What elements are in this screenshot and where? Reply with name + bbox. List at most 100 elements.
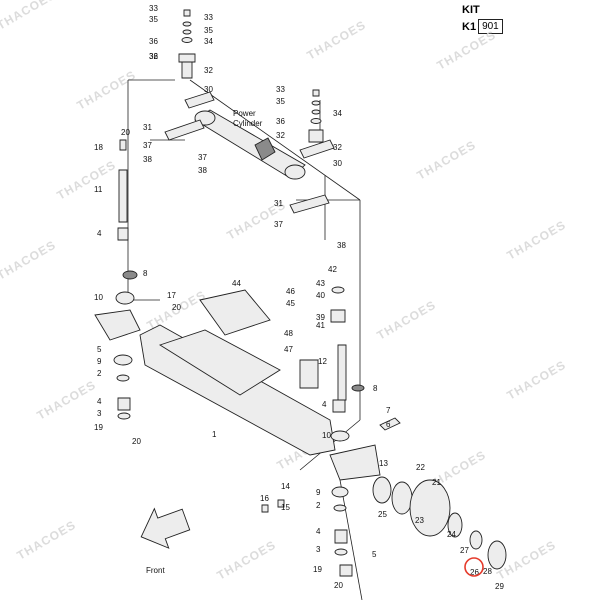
callout-46[interactable]: 46 <box>286 287 295 296</box>
callout-1[interactable]: 1 <box>212 430 217 439</box>
wheel-hub-assembly[interactable] <box>372 476 507 570</box>
watermark-text: THACOES <box>75 68 139 113</box>
callout-13[interactable]: 13 <box>379 459 388 468</box>
watermark-text: THACOES <box>505 358 569 403</box>
callout-14[interactable]: 14 <box>281 482 290 491</box>
watermark-text: THACOES <box>55 158 119 203</box>
callout-25[interactable]: 25 <box>378 510 387 519</box>
callout-17[interactable]: 17 <box>167 291 176 300</box>
front-label: Front <box>146 566 165 575</box>
callout-10[interactable]: 10 <box>94 293 103 302</box>
callout-20[interactable]: 20 <box>172 303 181 312</box>
callout-43[interactable]: 43 <box>316 279 325 288</box>
callout-48[interactable]: 48 <box>284 329 293 338</box>
callout-31[interactable]: 31 <box>143 123 152 132</box>
callout-16[interactable]: 16 <box>260 494 269 503</box>
callout-36[interactable]: 36 <box>149 37 158 46</box>
callout-8[interactable]: 8 <box>143 269 148 278</box>
callout-32[interactable]: 32 <box>333 143 342 152</box>
callout-19[interactable]: 19 <box>94 423 103 432</box>
callout-41[interactable]: 41 <box>316 321 325 330</box>
watermark-text: THACOES <box>505 218 569 263</box>
callout-37[interactable]: 37 <box>198 153 207 162</box>
callout-6[interactable]: 6 <box>386 420 391 429</box>
callout-23[interactable]: 23 <box>415 516 424 525</box>
callout-4[interactable]: 4 <box>97 229 102 238</box>
bolt-stack-upper-right[interactable] <box>308 89 324 143</box>
callout-11[interactable]: 11 <box>94 185 103 194</box>
callout-19[interactable]: 19 <box>313 565 322 574</box>
callout-34[interactable]: 34 <box>204 37 213 46</box>
callout-45[interactable]: 45 <box>286 299 295 308</box>
kit-label: K1 <box>462 20 477 33</box>
bottom-stacks[interactable] <box>261 486 353 577</box>
callout-38[interactable]: 38 <box>337 241 346 250</box>
power-cylinder-label-line2: Cylinder <box>233 119 263 128</box>
callout-38[interactable]: 38 <box>198 166 207 175</box>
watermark-text: THACOES <box>215 538 279 583</box>
callout-39[interactable]: 39 <box>316 313 325 322</box>
callout-3[interactable]: 3 <box>97 409 102 418</box>
callout-18[interactable]: 18 <box>94 143 103 152</box>
bolt-stack-upper-left[interactable] <box>178 9 196 79</box>
callout-37[interactable]: 37 <box>143 141 152 150</box>
callout-35[interactable]: 35 <box>276 97 285 106</box>
callout-9[interactable]: 9 <box>316 488 321 497</box>
watermark-text: THACOES <box>375 298 439 343</box>
callout-35[interactable]: 35 <box>204 26 213 35</box>
callout-26[interactable]: 26 <box>470 568 479 577</box>
callout-4[interactable]: 4 <box>97 397 102 406</box>
callout-30[interactable]: 30 <box>204 85 213 94</box>
watermark-text: THACOES <box>0 238 58 283</box>
callout-38[interactable]: 38 <box>143 155 152 164</box>
callout-5[interactable]: 5 <box>372 550 377 559</box>
callout-40[interactable]: 40 <box>316 291 325 300</box>
callout-36[interactable]: 36 <box>276 117 285 126</box>
callout-3[interactable]: 3 <box>316 545 321 554</box>
power-cylinder[interactable] <box>164 91 335 214</box>
callout-33[interactable]: 33 <box>149 4 158 13</box>
callout-10[interactable]: 10 <box>322 431 331 440</box>
callout-44[interactable]: 44 <box>232 279 241 288</box>
king-pin-right[interactable] <box>299 286 401 481</box>
highlight-circle <box>464 557 484 577</box>
callout-42[interactable]: 42 <box>328 265 337 274</box>
callout-9[interactable]: 9 <box>97 357 102 366</box>
callout-12[interactable]: 12 <box>318 357 327 366</box>
callout-33[interactable]: 33 <box>204 13 213 22</box>
callout-2[interactable]: 2 <box>316 501 321 510</box>
front-arrow-icon <box>140 507 191 549</box>
callout-4[interactable]: 4 <box>316 527 321 536</box>
callout-5[interactable]: 5 <box>97 345 102 354</box>
callout-29[interactable]: 29 <box>495 582 504 591</box>
callout-27[interactable]: 27 <box>460 546 469 555</box>
callout-30[interactable]: 30 <box>333 159 342 168</box>
callout-20[interactable]: 20 <box>334 581 343 590</box>
callout-8[interactable]: 8 <box>373 384 378 393</box>
callout-34[interactable]: 34 <box>333 109 342 118</box>
callout-24[interactable]: 24 <box>447 530 456 539</box>
callout-35[interactable]: 35 <box>149 15 158 24</box>
callout-22[interactable]: 22 <box>416 463 425 472</box>
callout-15[interactable]: 15 <box>281 503 290 512</box>
callout-32[interactable]: 32 <box>149 52 158 61</box>
callout-21[interactable]: 21 <box>432 478 441 487</box>
callout-20[interactable]: 20 <box>132 437 141 446</box>
callout-4[interactable]: 4 <box>322 400 327 409</box>
watermark-text: THACOES <box>435 28 499 73</box>
callout-31[interactable]: 31 <box>274 199 283 208</box>
callout-36[interactable]: 36 <box>149 52 158 61</box>
callout-47[interactable]: 47 <box>284 345 293 354</box>
callout-33[interactable]: 33 <box>276 85 285 94</box>
callout-28[interactable]: 28 <box>483 567 492 576</box>
callout-32[interactable]: 32 <box>204 66 213 75</box>
callout-37[interactable]: 37 <box>274 220 283 229</box>
kit-value-box[interactable]: 901 <box>478 19 503 34</box>
king-pin-left[interactable] <box>94 139 141 420</box>
kit-title: KIT <box>462 4 480 16</box>
callout-2[interactable]: 2 <box>97 369 102 378</box>
callout-32[interactable]: 32 <box>276 131 285 140</box>
callout-20[interactable]: 20 <box>121 128 130 137</box>
callout-7[interactable]: 7 <box>386 406 391 415</box>
main-axle-beam[interactable] <box>139 289 336 456</box>
